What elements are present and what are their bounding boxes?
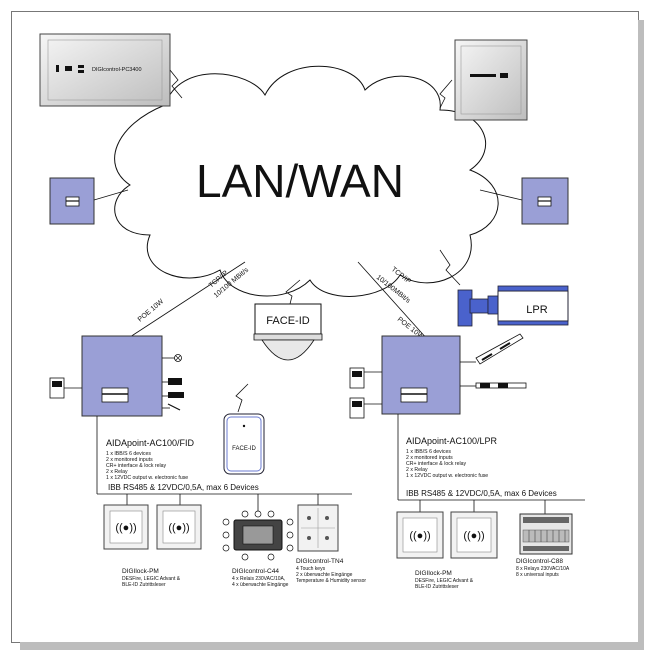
device-line: DESFire, LEGIC Advant &: [415, 578, 474, 584]
bus-left: IBB RS485 & 12VDC/0,5A, max 6 Devices: [96, 416, 352, 512]
link-node-right: [479, 189, 523, 201]
link-controller-lpr: [357, 261, 429, 341]
device-line: BLE-ID Zutrittsleser: [122, 582, 166, 588]
lpr-camera-label: LPR: [526, 304, 547, 316]
door-icon: [168, 392, 184, 398]
node-left: [49, 177, 95, 225]
controller-fid-spec: 2 x monitored inputs: [106, 457, 153, 463]
device-line: 8 x Relays 230VAC/10A: [516, 566, 570, 572]
face-id-camera: FACE-ID: [253, 303, 323, 361]
node-right: [521, 177, 569, 225]
server-label: DIGIcontrol-PC3400: [92, 67, 142, 73]
controller-lpr: [349, 333, 527, 419]
device-right-c88-info: DIGIcontrol-C88 8 x Relays 230VAC/10A 8 …: [516, 558, 570, 578]
face-camera-label: FACE-ID: [266, 315, 309, 327]
lock-icon: [168, 378, 182, 385]
controller-lpr-info: AIDApoint-AC100/LPR 1 x IBB/S 6 devices …: [406, 436, 498, 479]
device-line: 4 x Relais 230VAC/10A,: [232, 576, 285, 582]
device-line: 4 x überwachte Eingänge: [232, 582, 289, 588]
device-title: DIGIcontrol-C44: [232, 568, 279, 575]
bus-left-label: IBB RS485 & 12VDC/0,5A, max 6 Devices: [108, 483, 259, 492]
device-line: 2 x überwachte Eingänge: [296, 572, 353, 578]
controller-lpr-spec: 1 x IBB/S 6 devices: [406, 449, 451, 455]
link-face-panel: [235, 383, 249, 413]
nfc-icon: ((●)): [463, 530, 484, 542]
controller-lpr-spec: CR+ interface & lock relay: [406, 461, 467, 467]
device-line: DESFire, LEGIC Advant &: [122, 576, 181, 582]
device-line: 8 x universal inputs: [516, 572, 559, 578]
module-c44: [222, 510, 294, 561]
link-face-camera: [285, 279, 301, 305]
key-icon: [65, 66, 72, 71]
link-node-left: [93, 189, 129, 201]
nfc-icon: ((●)): [168, 522, 189, 534]
reader-pm-right-1: ((●)): [396, 511, 444, 559]
controller-fid-spec: 1 x IBB/S 6 devices: [106, 451, 151, 457]
led-icon: [78, 65, 84, 68]
device-line: Temperature & Humidity sensor: [296, 578, 366, 584]
controller-fid-spec: CR+ interface & lock relay: [106, 463, 167, 469]
device-left-pm-info: DIGIlock-PM DESFire, LEGIC Advant & BLE-…: [122, 568, 181, 588]
controller-lpr-title: AIDApoint-AC100/LPR: [406, 436, 498, 446]
device-title: DIGIlock-PM: [122, 568, 159, 575]
reader-pm-left-2: ((●)): [156, 504, 202, 550]
reader-pm-left-1: ((●)): [103, 504, 149, 550]
reader-pm-right-2: ((●)): [450, 511, 498, 559]
device-title: DIGIlock-PM: [415, 570, 452, 577]
lan-wan-cloud: LAN/WAN: [114, 65, 499, 297]
face-id-panel: FACE-ID: [223, 413, 265, 475]
controller-fid-title: AIDApoint-AC100/FID: [106, 438, 195, 448]
controller-fid-info: AIDApoint-AC100/FID 1 x IBB/S 6 devices …: [106, 438, 195, 481]
network-label: LAN/WAN: [196, 155, 404, 207]
frame-shadow-right: [638, 20, 644, 650]
device-left-tn4-info: DIGIcontrol-TN4 4 Touch keys 2 x überwac…: [296, 558, 366, 584]
device-line: BLE-ID Zutrittsleser: [415, 584, 459, 590]
link-left-poe: POE 10W: [137, 298, 166, 324]
controller-lpr-spec: 2 x monitored inputs: [406, 455, 453, 461]
controller-fid: [49, 335, 184, 417]
bus-right: IBB RS485 & 12VDC/0,5A, max 6 Devices: [397, 414, 585, 514]
touch-panel-tn4: [297, 504, 339, 552]
device-left-c44-info: DIGIcontrol-C44 4 x Relais 230VAC/10A, 4…: [232, 568, 289, 588]
controller-lpr-spec: 2 x Relay: [406, 467, 428, 473]
power-icon: [56, 65, 59, 72]
device-right-pm-info: DIGIlock-PM DESFire, LEGIC Advant & BLE-…: [415, 570, 474, 590]
device-line: 4 Touch keys: [296, 566, 326, 572]
device-title: DIGIcontrol-C88: [516, 558, 563, 565]
link-lpr: [439, 249, 461, 286]
face-panel-label: FACE-ID: [232, 446, 256, 452]
server-right: [454, 39, 528, 121]
link-controller-fid: [129, 261, 246, 338]
controller-fid-spec: 2 x Relay: [106, 469, 128, 475]
nfc-icon: ((●)): [409, 530, 430, 542]
bus-right-label: IBB RS485 & 12VDC/0,5A, max 6 Devices: [406, 489, 557, 498]
module-c88: [519, 513, 573, 555]
link-server-right: [439, 79, 453, 109]
server-pc3400: DIGIcontrol-PC3400: [39, 33, 171, 107]
device-title: DIGIcontrol-TN4: [296, 558, 344, 565]
link-server-left: [169, 69, 183, 99]
nfc-icon: ((●)): [115, 522, 136, 534]
lpr-camera: LPR: [457, 285, 569, 327]
frame-shadow-bottom: [20, 642, 641, 650]
controller-lpr-spec: 1 x 12VDC output w. electronic fuse: [406, 473, 488, 479]
controller-fid-spec: 1 x 12VDC output w. electronic fuse: [106, 475, 188, 481]
